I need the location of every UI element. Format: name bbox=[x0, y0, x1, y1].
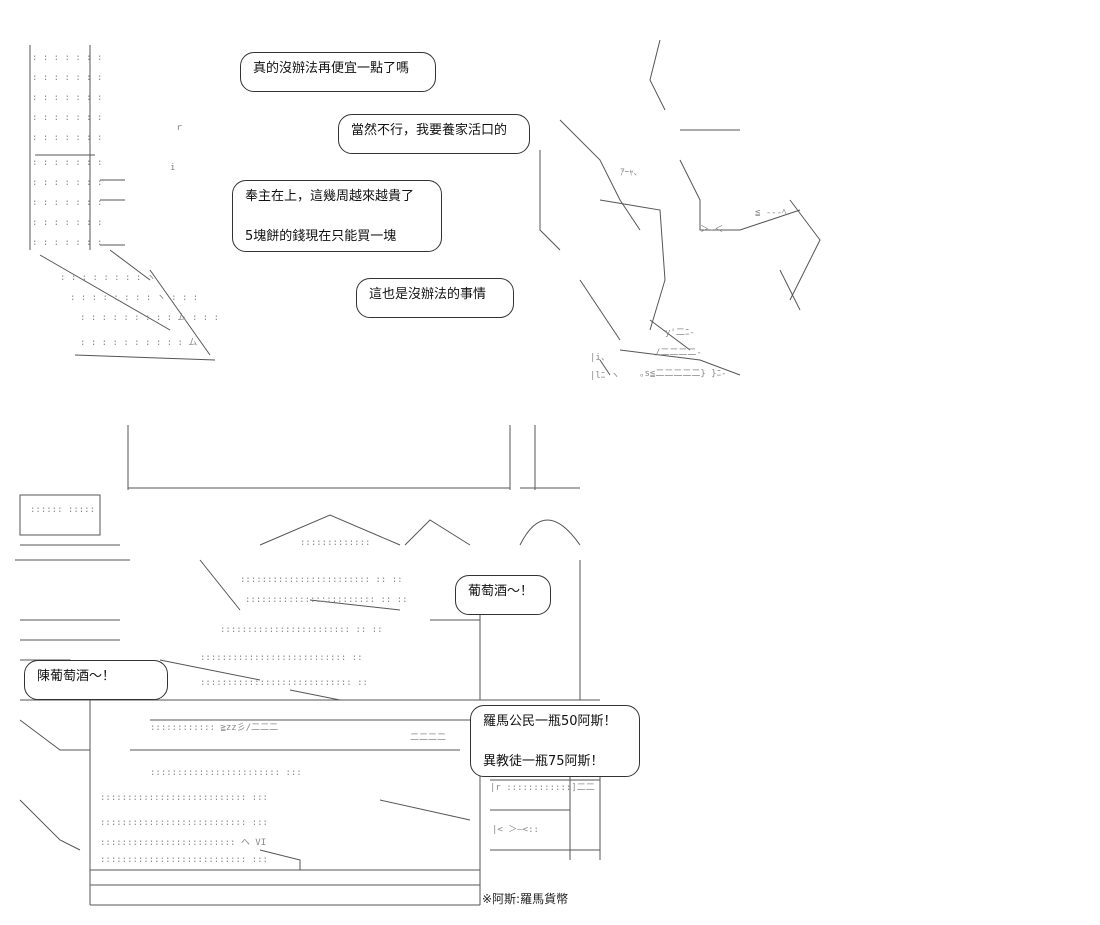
svg-text:|lﾆ ヽ: |lﾆ ヽ bbox=[590, 371, 620, 381]
speech-bubble-5: 葡萄酒～！ bbox=[455, 575, 551, 615]
footnote: ※阿斯:羅馬貨幣 bbox=[482, 892, 569, 906]
svg-text:≦ ---ﾍ: ≦ ---ﾍ bbox=[755, 208, 787, 218]
svg-text::::::::::::::::::::::::: :: ::: :::::::::::::::::::::::: :: :: bbox=[240, 575, 403, 585]
speech-text: 奉主在上，這幾周越來越貴了 bbox=[245, 189, 415, 204]
svg-text:::::::::::::::::::::::::::: ::: ::::::::::::::::::::::::::: ::: bbox=[100, 818, 268, 828]
svg-text:y'二ﾆ-: y'二ﾆ- bbox=[665, 328, 695, 338]
svg-text:: : : : : : : : : : ム: : : : : : : : : : : ム bbox=[80, 337, 197, 348]
svg-text:: : : : : : : : ヽ : : :: : : : : : : : : ヽ : : : bbox=[70, 293, 198, 303]
svg-text:: : : : : : :: : : : : : : : bbox=[32, 218, 102, 228]
svg-text:: : : : : : :: : : : : : : : bbox=[32, 178, 102, 188]
speech-bubble-7: 羅馬公民一瓶50阿斯！ 異教徒一瓶75阿斯！ bbox=[470, 705, 640, 777]
svg-text:: : : : : : :: : : : : : : : bbox=[32, 238, 102, 248]
speech-text: 葡萄酒～！ bbox=[468, 584, 534, 599]
speech-bubble-3: 奉主在上，這幾周越來越貴了 5塊餅的錢現在只能買一塊 bbox=[232, 180, 442, 252]
svg-text:|< ＞—<::: |< ＞—<:: bbox=[492, 825, 539, 835]
svg-text:::::::::::::::::::::::::::: ::: ::::::::::::::::::::::::::: ::: bbox=[100, 793, 268, 803]
speech-text: 5塊餅的錢現在只能買一塊 bbox=[245, 229, 397, 244]
svg-text:|r ::::::::::::]二二: |r ::::::::::::]二二 bbox=[490, 783, 595, 793]
svg-text::::::::::::::: ::::::::::::: bbox=[300, 538, 370, 548]
svg-text:＞-＜: ＞-＜ bbox=[700, 225, 723, 235]
svg-text:二二二二: 二二二二 bbox=[410, 733, 446, 743]
speech-text: 羅馬公民一瓶50阿斯！ bbox=[483, 714, 617, 729]
svg-text:i: i bbox=[170, 163, 175, 173]
svg-text::::::::::::::::::::::::::::: :: :::::::::::::::::::::::::::: :: bbox=[200, 678, 368, 688]
svg-text::::::: :::::: :::::: ::::: bbox=[30, 505, 95, 515]
svg-text:::::::::::::::::::::::::::: ::: ::::::::::::::::::::::::::: ::: bbox=[100, 855, 268, 865]
svg-text:::::::::::::::::::::::::: ヘ VI: ::::::::::::::::::::::::: ヘ VI bbox=[100, 838, 266, 848]
svg-text:: : : : : : :: : : : : : : : bbox=[32, 93, 102, 103]
svg-text:: : : : : : : : : ム : : :: : : : : : : : : : ム : : : bbox=[80, 312, 219, 323]
speech-text: 異教徒一瓶75阿斯！ bbox=[483, 754, 604, 769]
speech-text bbox=[245, 207, 429, 227]
svg-text:: : : : : : :: : : : : : : : bbox=[32, 113, 102, 123]
svg-text::::::::::::::::::::::::: :: ::: :::::::::::::::::::::::: :: :: bbox=[220, 625, 383, 635]
speech-text: 當然不行，我要養家活口的 bbox=[351, 123, 508, 138]
speech-bubble-4: 這也是沒辦法的事情 bbox=[356, 278, 514, 318]
svg-text:: : : : : : :: : : : : : : : bbox=[32, 73, 102, 83]
svg-text:|i、: |i、 bbox=[590, 353, 610, 363]
svg-text::::::::::::::::::::::::: :::: :::::::::::::::::::::::: ::: bbox=[150, 768, 302, 778]
panel2-frame-art bbox=[127, 425, 580, 490]
market-stall-art bbox=[15, 494, 601, 906]
speech-text: 真的沒辦法再便宜一點了嗎 bbox=[253, 61, 410, 76]
speech-text: 陳葡萄酒～！ bbox=[37, 669, 116, 684]
svg-text:: : : : : : : : ヽ: : : : : : : : : ヽ bbox=[60, 273, 156, 283]
svg-text:::::::::::::::::::::::::::: ::: ::::::::::::::::::::::::::: :: bbox=[200, 653, 363, 663]
speech-bubble-2: 當然不行，我要養家活口的 bbox=[338, 114, 530, 154]
speech-bubble-6: 陳葡萄酒～！ bbox=[24, 660, 168, 700]
svg-text:: : : : : : :: : : : : : : : bbox=[32, 53, 102, 63]
svg-text:: : : : : : :: : : : : : : : bbox=[32, 158, 102, 168]
svg-text:ｱｰｬ、: ｱｰｬ、 bbox=[620, 168, 643, 178]
speech-text: 這也是沒辦法的事情 bbox=[369, 287, 487, 302]
svg-text:: : : : : : :: : : : : : : : bbox=[32, 198, 102, 208]
svg-text:: : : : : : :: : : : : : : : bbox=[32, 133, 102, 143]
speech-bubble-1: 真的沒辦法再便宜一點了嗎 bbox=[240, 52, 436, 92]
svg-text:ｒ: ｒ bbox=[175, 123, 184, 133]
svg-text:/二二二二-: /二二二二- bbox=[655, 348, 702, 358]
right-figure-art bbox=[539, 39, 821, 376]
svg-text::::::::::::: ≧zz彡/二二二: :::::::::::: ≧zz彡/二二二 bbox=[150, 722, 278, 733]
speech-text bbox=[483, 732, 627, 752]
svg-text::::::::::::::::::::::::: :: ::: :::::::::::::::::::::::: :: :: bbox=[245, 595, 408, 605]
left-figure-art bbox=[29, 45, 216, 361]
svg-text:｡s≦二二二二二} }ﾆ-: ｡s≦二二二二二} }ﾆ- bbox=[640, 369, 727, 379]
